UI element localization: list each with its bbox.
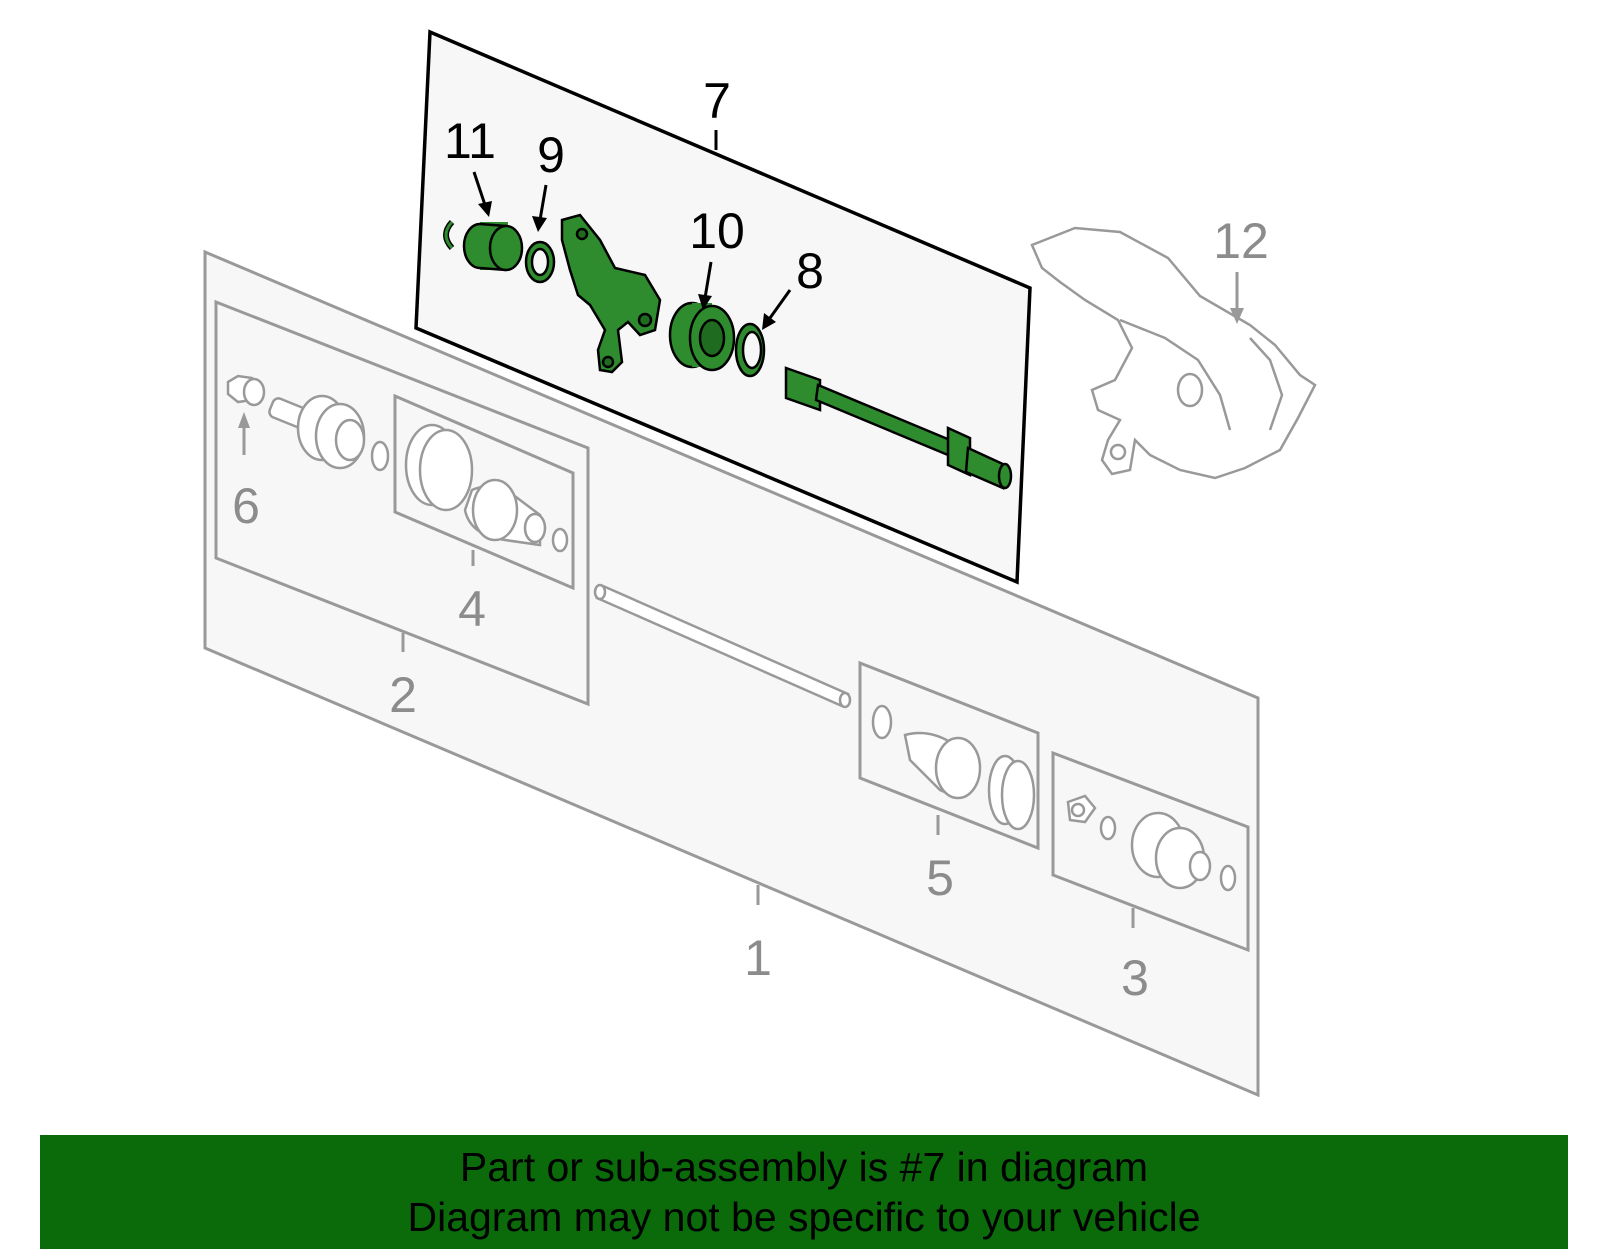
inner-boot-parts [871, 704, 1036, 831]
callout-10: 10 [689, 203, 745, 259]
leader-12 [1230, 272, 1244, 324]
callout-11: 11 [444, 113, 496, 169]
callout-1: 1 [744, 930, 772, 986]
shaft-part [593, 583, 852, 709]
black-leaders [472, 130, 792, 319]
gray-leaders [242, 425, 1135, 928]
outer-joint-parts [226, 374, 390, 472]
callout-3: 3 [1121, 950, 1149, 1006]
highlighted-parts-7 [443, 213, 1013, 490]
inner-joint-parts [1066, 794, 1237, 892]
banner-line-2: Diagram may not be specific to your vehi… [407, 1194, 1201, 1240]
splash-shield-part [1030, 226, 1317, 480]
info-banner: Part or sub-assembly is #7 in diagram Di… [40, 1135, 1568, 1249]
callout-12: 12 [1213, 213, 1269, 269]
callout-8: 8 [796, 243, 824, 299]
black-arrowheads [478, 201, 776, 330]
boot-kit-parts [404, 423, 569, 553]
callout-7: 7 [703, 73, 731, 129]
callout-2: 2 [389, 667, 417, 723]
callout-5: 5 [926, 850, 954, 906]
arrow-6 [238, 412, 250, 428]
callout-6: 6 [232, 478, 260, 534]
callout-4: 4 [458, 581, 486, 637]
banner-line-1: Part or sub-assembly is #7 in diagram [459, 1144, 1149, 1190]
callout-9: 9 [537, 127, 565, 183]
panel-subassembly-7 [414, 29, 1032, 585]
